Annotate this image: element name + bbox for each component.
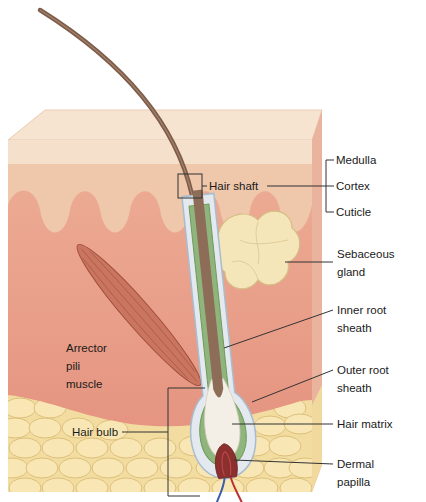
fat-cell [0, 418, 31, 438]
fat-cell [110, 438, 142, 458]
dermis [8, 140, 312, 492]
vein [213, 478, 228, 502]
gland-lobules [232, 222, 288, 280]
fat-cell [9, 438, 41, 458]
leader-line [285, 262, 333, 263]
fat-cell [144, 438, 176, 458]
leader-line [267, 186, 326, 187]
gland-body [216, 211, 300, 289]
part-label: Arrector pili muscle [66, 339, 116, 393]
fat-cells [0, 398, 321, 498]
part-label: Hair shaft [209, 177, 267, 195]
fat-cell [160, 458, 192, 478]
fat-cell [126, 458, 158, 478]
part-label: Cuticle [336, 203, 416, 221]
part-label: Dermal papilla [337, 455, 397, 491]
skin-side [312, 110, 322, 492]
detail-box [178, 174, 202, 198]
fat-cell [76, 438, 108, 458]
fat-side [312, 385, 322, 492]
leader-line [234, 460, 333, 464]
fat-cell [178, 478, 210, 498]
fat-cell [34, 398, 66, 418]
fat-cell [9, 478, 41, 498]
fat-cell [269, 436, 301, 456]
artery [231, 476, 243, 502]
dermal-papilla [213, 443, 238, 479]
fat-cell [0, 458, 28, 478]
hair-shaft [40, 10, 198, 216]
hypodermis [8, 395, 312, 492]
sebaceous-gland [216, 211, 300, 289]
leader-line [232, 424, 333, 425]
fat-cell [42, 478, 74, 498]
bracket [168, 388, 205, 496]
fat-cell [26, 458, 58, 478]
part-label: Hair matrix [337, 415, 422, 433]
leader-line [252, 370, 333, 402]
part-label: Inner root sheath [337, 301, 407, 337]
part-label: Medulla [336, 151, 416, 169]
hair-follicle [165, 187, 263, 502]
muscle-striation [76, 244, 202, 386]
part-label: Cortex [336, 177, 416, 195]
stratum-corneum [8, 140, 312, 164]
hair-root [192, 190, 224, 398]
leader-lines [122, 160, 334, 496]
part-label: Sebaceous gland [337, 245, 417, 281]
fat-cell [42, 438, 74, 458]
fat-cell [92, 458, 124, 478]
bracket [326, 160, 334, 212]
part-label: Outer root sheath [337, 361, 407, 397]
fat-cell [29, 418, 61, 438]
fat-cell [59, 458, 91, 478]
capillary-loop [221, 451, 232, 476]
hair-highlight [40, 10, 192, 195]
leader-line [224, 310, 333, 348]
leader-line [122, 432, 168, 433]
fat-cell [246, 478, 278, 498]
fat-cell [144, 478, 176, 498]
fat-cell [280, 478, 312, 498]
part-label: Hair bulb [72, 423, 132, 441]
fat-cell [4, 398, 36, 418]
leader-line [202, 186, 207, 187]
fat-cell [110, 478, 142, 498]
fat-cell [254, 416, 286, 436]
fat-cell [289, 458, 321, 478]
fat-cell [76, 478, 108, 498]
